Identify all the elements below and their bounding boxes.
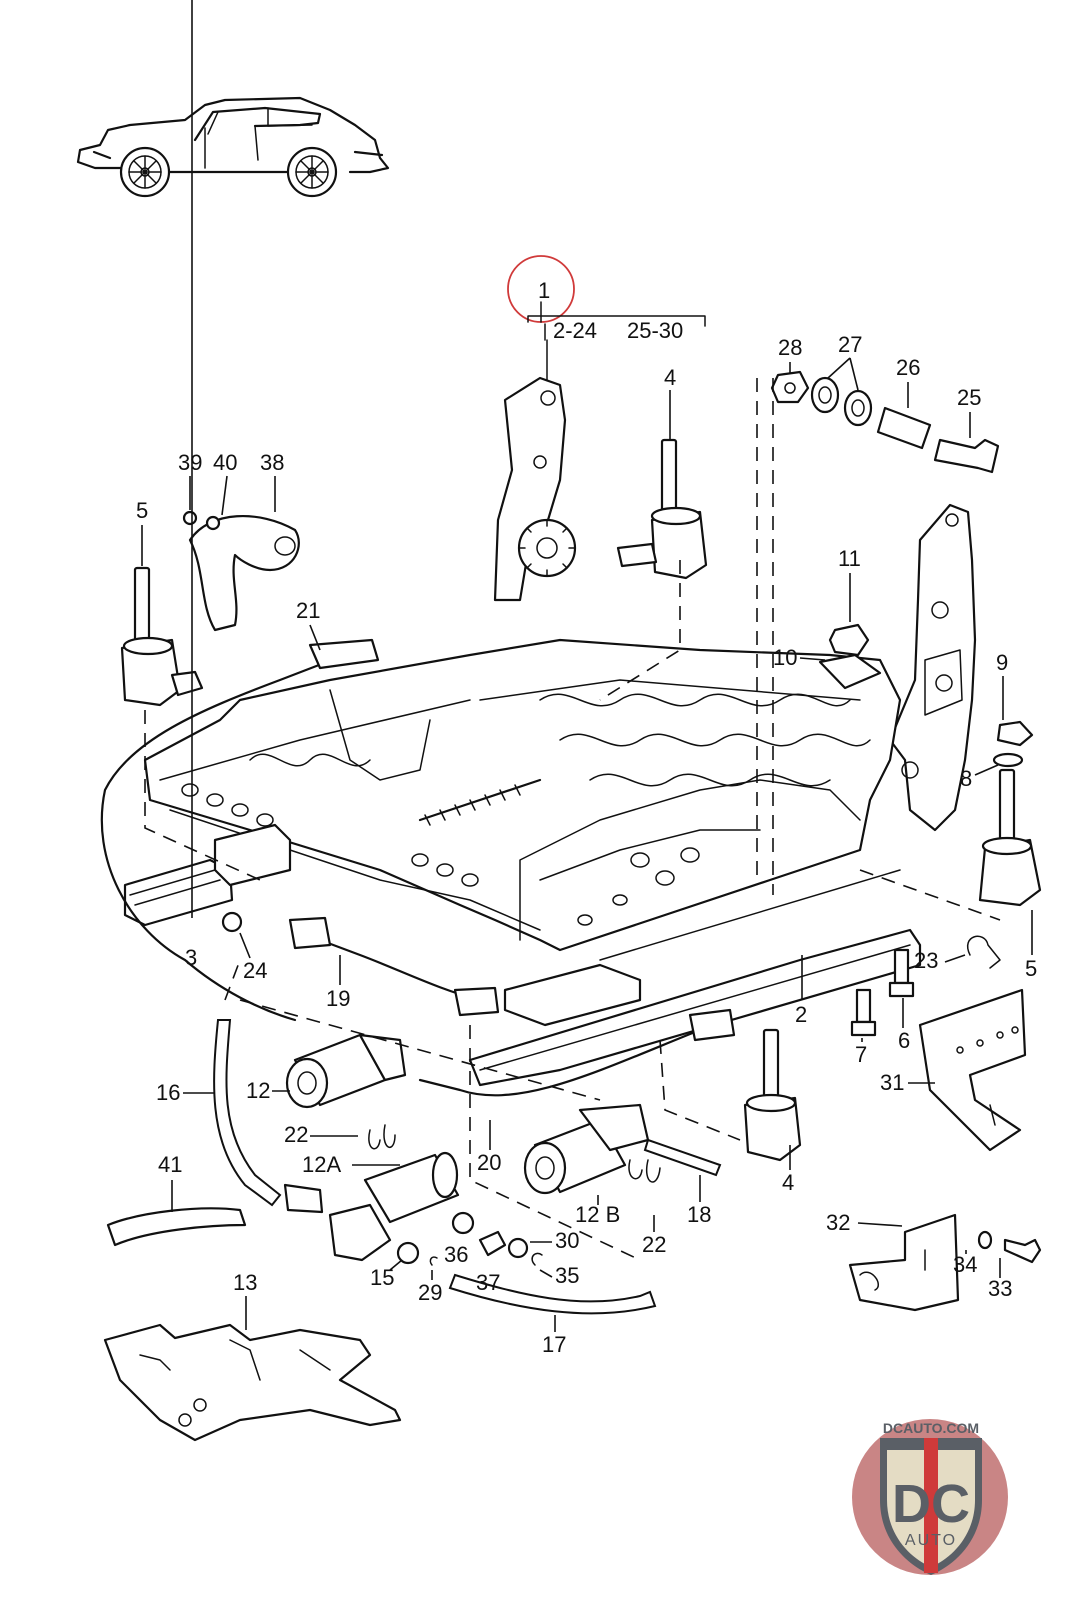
- callout-17: 17: [542, 1332, 566, 1357]
- logo-bottom-text: AUTO: [905, 1532, 957, 1549]
- callout-9: 9: [996, 650, 1008, 675]
- callouts: 1 2-24 25-30 4 28 27 26 25 39 40 38 5 21…: [136, 0, 1037, 1357]
- callout-28: 28: [778, 335, 802, 360]
- callout-7: 7: [855, 1042, 867, 1067]
- callout-36: 36: [444, 1242, 468, 1267]
- dcauto-logo: DCAUTO.COM DC AUTO: [852, 1419, 1008, 1575]
- fasteners-33-34: [850, 935, 1042, 1264]
- callout-12A: 12A: [302, 1152, 341, 1177]
- callout-group-2-24: 2-24: [553, 318, 597, 343]
- callout-32: 32: [826, 1210, 850, 1235]
- callout-37: 37: [476, 1270, 500, 1295]
- assembly-callout: [507, 255, 706, 381]
- callout-12: 12: [246, 1078, 270, 1103]
- slide-rail-left: [123, 823, 292, 927]
- lever-38: [182, 510, 300, 632]
- left-seat-bracket: [493, 376, 577, 602]
- callout-18: 18: [687, 1202, 711, 1227]
- motor-12: [285, 1033, 407, 1109]
- callout-2: 2: [795, 1002, 807, 1027]
- callout-40: 40: [213, 450, 237, 475]
- callout-10: 10: [773, 645, 797, 670]
- logo-top-text: DCAUTO.COM: [883, 1420, 979, 1436]
- callout-35: 35: [555, 1263, 579, 1288]
- car-thumbnail: [76, 96, 390, 198]
- trim-41: [106, 1207, 247, 1247]
- height-adjuster-left: [120, 566, 204, 707]
- callout-5-left: 5: [136, 498, 148, 523]
- logo-stripe: [924, 1438, 938, 1573]
- callout-33: 33: [988, 1276, 1012, 1301]
- callout-6: 6: [898, 1028, 910, 1053]
- callout-30: 30: [555, 1228, 579, 1253]
- right-seat-bracket: [888, 503, 977, 832]
- callout-34: 34: [953, 1252, 977, 1277]
- height-adjuster-right: [978, 768, 1042, 907]
- callout-3: 3: [185, 945, 197, 970]
- callout-27: 27: [838, 332, 862, 357]
- motor-12A: [328, 1151, 460, 1262]
- plate-31: [918, 988, 1027, 1152]
- callout-4-top: 4: [664, 365, 676, 390]
- callout-26: 26: [896, 355, 920, 380]
- assembly-lines: [144, 378, 1001, 1261]
- callout-25: 25: [957, 385, 981, 410]
- callout-31: 31: [880, 1070, 904, 1095]
- height-adjuster-top: [616, 438, 708, 580]
- callout-22-right: 22: [642, 1232, 666, 1257]
- callout-39: 39: [178, 450, 202, 475]
- frame-holes: [181, 783, 700, 926]
- callout-12B: 12 B: [575, 1202, 620, 1227]
- slide-rail-right: [468, 869, 922, 1087]
- callout-13: 13: [233, 1270, 257, 1295]
- height-adjuster-bottom: [743, 1028, 802, 1162]
- hardware-9-11: [818, 623, 1034, 768]
- bracket-13: [103, 1323, 402, 1442]
- callout-group-25-30: 25-30: [627, 318, 683, 343]
- small-hardware-bottom: [221, 911, 661, 1266]
- hardware-25-28: [770, 370, 1000, 474]
- callout-21: 21: [296, 598, 320, 623]
- callout-1: 1: [538, 278, 550, 303]
- motor-12B: [523, 1103, 650, 1195]
- callout-23: 23: [914, 948, 938, 973]
- flex-shafts: [213, 1019, 722, 1315]
- callout-29: 29: [418, 1280, 442, 1305]
- callout-19: 19: [326, 986, 350, 1011]
- callout-24: 24: [243, 958, 267, 983]
- callout-4-bottom: 4: [782, 1170, 794, 1195]
- callout-22-left: 22: [284, 1122, 308, 1147]
- cables: [100, 638, 736, 1097]
- callout-38: 38: [260, 450, 284, 475]
- callout-8: 8: [960, 766, 972, 791]
- callout-41: 41: [158, 1152, 182, 1177]
- callout-5-right: 5: [1025, 956, 1037, 981]
- seat-frame: [143, 638, 902, 952]
- plate-32: [848, 1213, 960, 1312]
- callout-20: 20: [477, 1150, 501, 1175]
- callout-16: 16: [156, 1080, 180, 1105]
- logo-monogram: DC: [892, 1474, 970, 1534]
- callout-11: 11: [838, 546, 861, 571]
